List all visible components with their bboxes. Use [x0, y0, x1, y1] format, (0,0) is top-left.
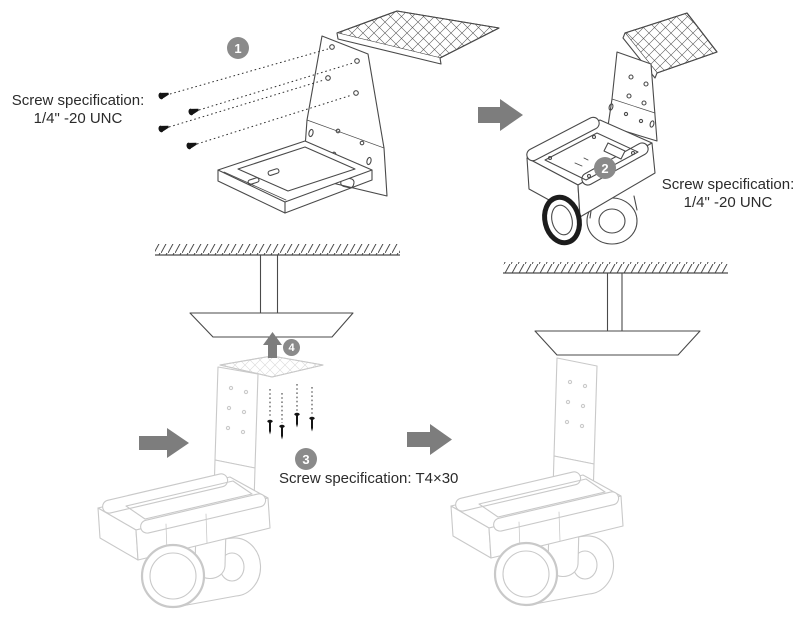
step2-screw-spec-label: Screw specification: 1/4" -20 UNC [652, 176, 804, 211]
step1-screws [157, 90, 200, 150]
final-hanging-assembly-drawing [449, 357, 625, 607]
step2-number-badge: 2 [594, 157, 616, 179]
step3-hanging-assembly-drawing [96, 355, 324, 609]
step3-screw-spec-label: Screw specification: T4×30 [279, 470, 459, 487]
step2-screw-spec-line1: Screw specification: [661, 176, 795, 193]
step4-number-badge: 4 [283, 339, 300, 356]
ceiling-and-canopy-right-drawing [503, 262, 728, 356]
ceiling-and-canopy-left-drawing [155, 244, 400, 338]
right-arrow-icon-bottom-middle [407, 424, 452, 455]
step2-assembly-drawing [526, 12, 718, 246]
right-arrow-icon-top [478, 99, 523, 131]
step1-screw-guide-lines [168, 48, 354, 145]
step3-number-badge: 3 [295, 448, 317, 470]
step1-number-badge: 1 [227, 37, 249, 59]
step1-screw-spec-line2: 1/4" -20 UNC [33, 109, 123, 127]
step1-screw-spec-label: Screw specification: 1/4" -20 UNC [4, 92, 152, 127]
step3-screws [267, 412, 315, 440]
right-arrow-icon-bottom-left [139, 428, 189, 458]
step1-bracket-drawing [217, 10, 500, 214]
step2-screw-spec-line2: 1/4" -20 UNC [683, 193, 773, 211]
step3-screw-guide-lines [269, 384, 313, 423]
up-arrow-icon [263, 332, 282, 358]
step1-screw-spec-line1: Screw specification: [11, 92, 145, 109]
